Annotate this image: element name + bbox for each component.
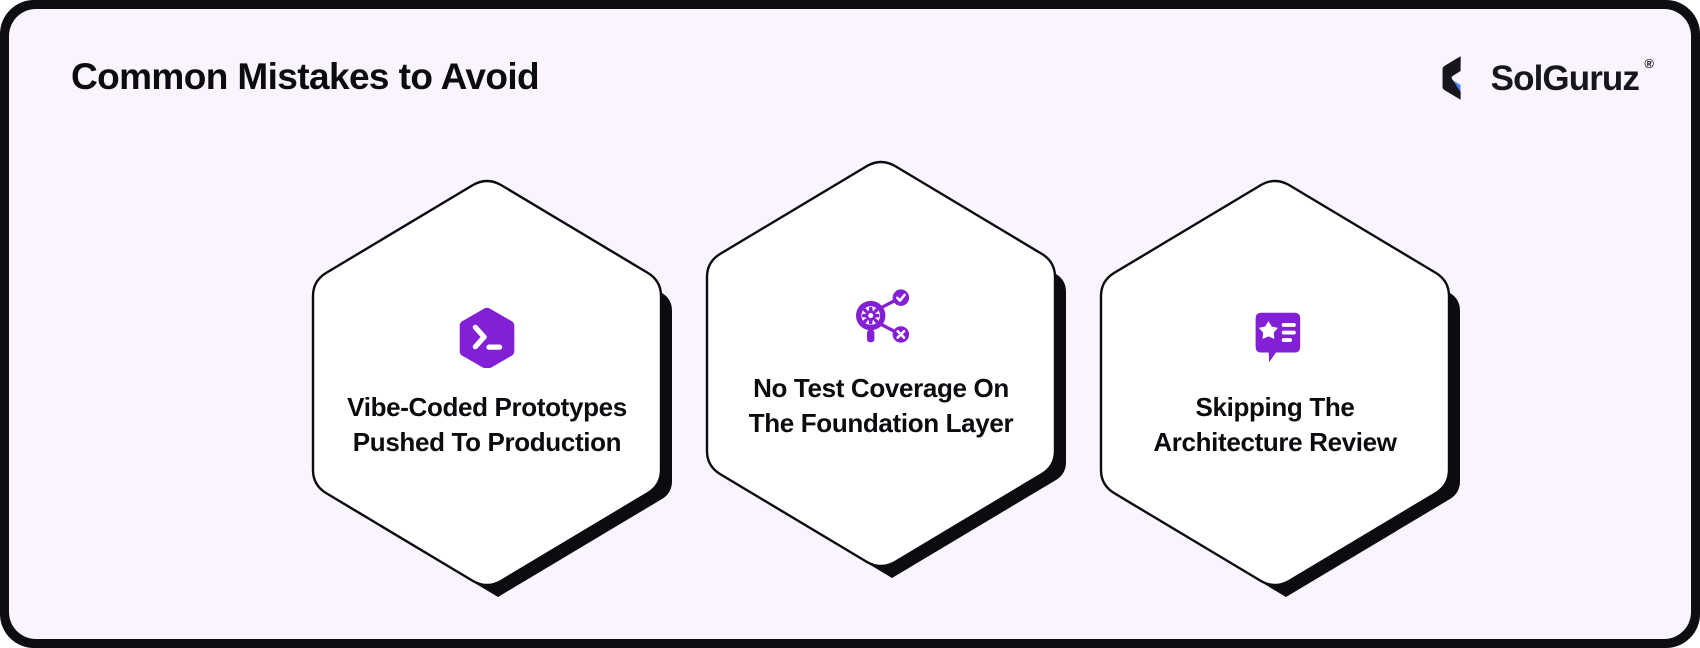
speech-bubble-star-review-icon — [1244, 306, 1306, 368]
solguruz-hexagon-logo-icon — [1442, 56, 1461, 100]
card-content: Skipping The Architecture Review — [1091, 176, 1459, 590]
card-outline — [705, 160, 1057, 568]
magnifier-gear-check-cross-icon — [850, 287, 912, 349]
brand-wordmark: SolGuruz ® — [1490, 57, 1654, 98]
card-label: Vibe-Coded Prototypes Pushed To Producti… — [347, 392, 627, 457]
cards-row: Vibe-Coded Prototypes Pushed To Producti… — [9, 9, 1691, 639]
registered-trademark-icon: ® — [1644, 55, 1654, 71]
infographic-canvas: Common Mistakes to Avoid SolGuruz ® — [9, 9, 1691, 639]
card-outline — [1099, 179, 1451, 587]
terminal-prompt-icon — [456, 306, 518, 369]
card-label: Skipping The Architecture Review — [1153, 392, 1397, 457]
card-content: Vibe-Coded Prototypes Pushed To Producti… — [303, 176, 671, 590]
card-label: No Test Coverage On The Foundation Layer — [748, 373, 1014, 438]
page-title: Common Mistakes to Avoid — [71, 56, 540, 97]
hex-card-vibe-coded-prototypes[interactable]: Vibe-Coded Prototypes Pushed To Producti… — [303, 176, 672, 597]
hex-card-no-test-coverage[interactable]: No Test Coverage On The Foundation Layer — [697, 157, 1066, 578]
card-content: No Test Coverage On The Foundation Layer — [697, 157, 1065, 571]
card-outline — [311, 179, 663, 587]
hex-card-skipping-architecture-review[interactable]: Skipping The Architecture Review — [1091, 176, 1460, 597]
brand-name: SolGuruz — [1490, 58, 1640, 98]
brand-logo: SolGuruz ® — [1440, 55, 1654, 101]
